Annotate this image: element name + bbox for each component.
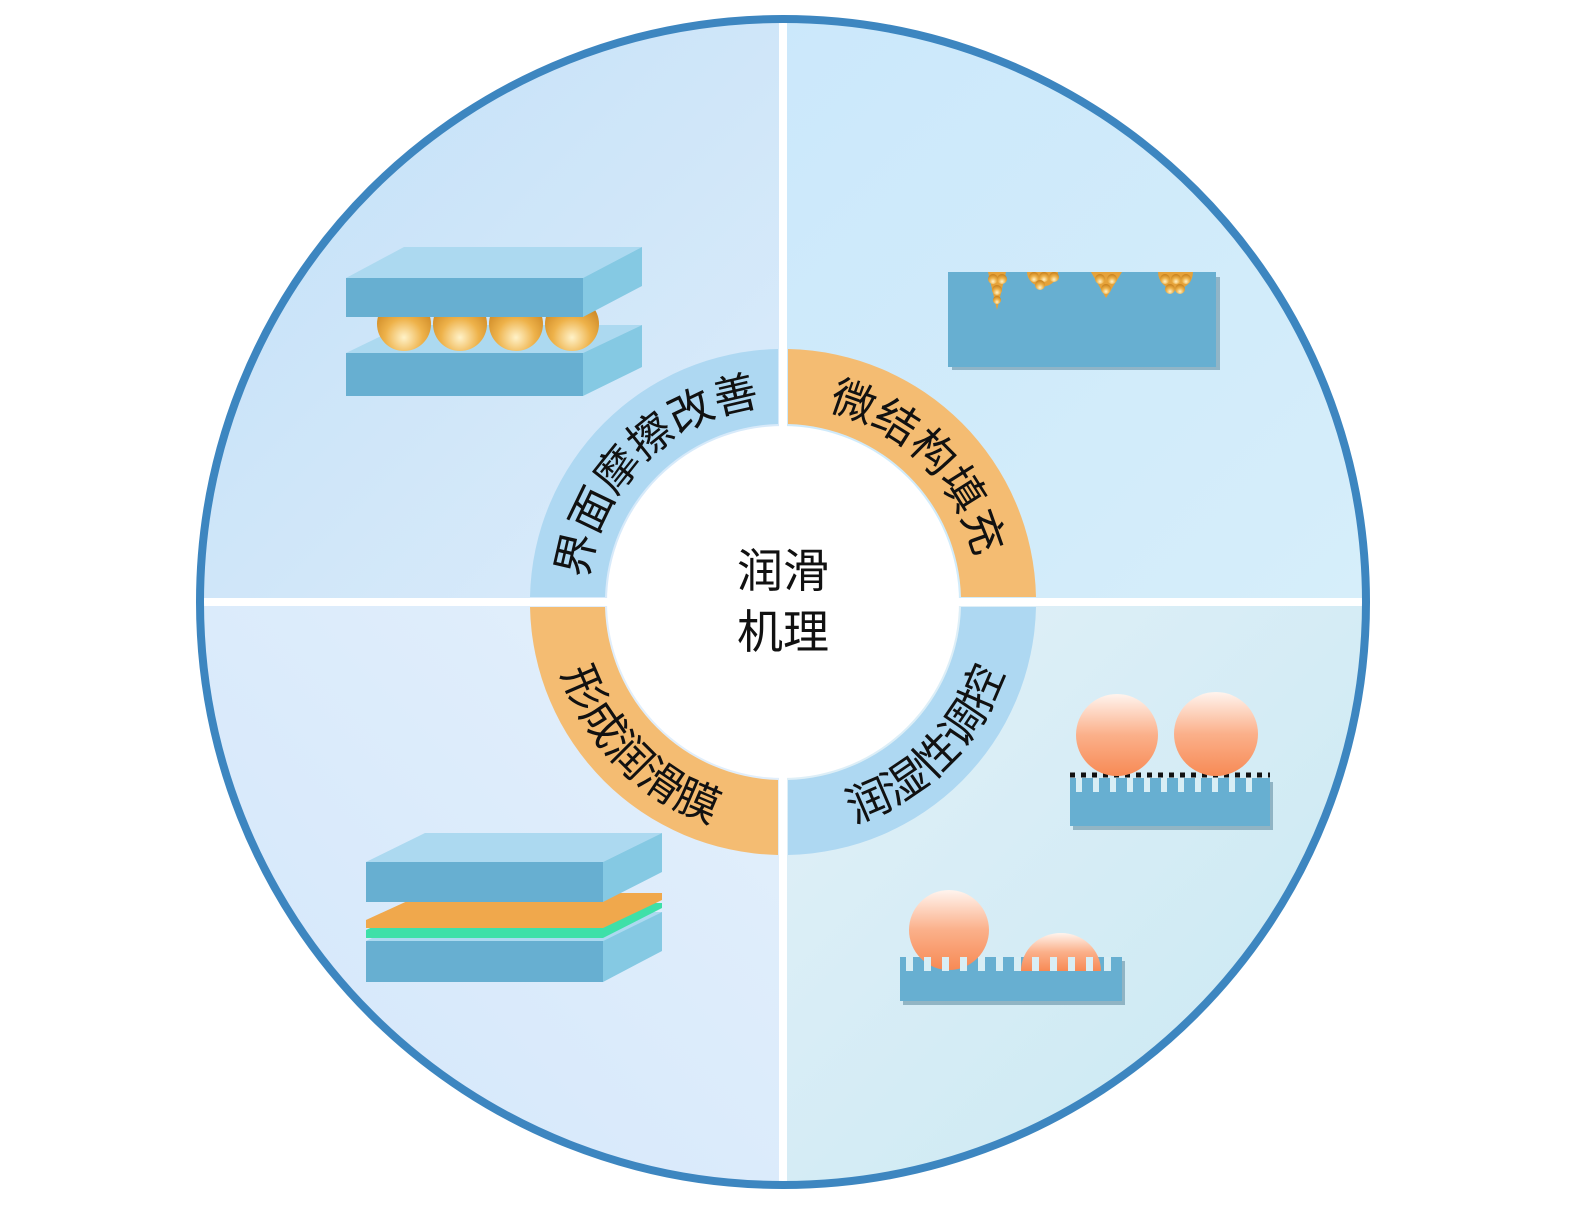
- center-disc: [607, 426, 959, 778]
- ring-segment-microstructure-filling: [788, 349, 1036, 597]
- outer-border: [196, 15, 1370, 1189]
- center-title-line2: 机理: [737, 605, 829, 659]
- illustration-lubricating-film: [366, 833, 662, 982]
- illustration-ball-bearing-slabs: [346, 247, 642, 396]
- illustration-wetting-droplets: [900, 692, 1273, 1005]
- center-title-line1: 润滑: [737, 544, 829, 598]
- ring-segment-interface-friction: [530, 349, 778, 597]
- ring-segment-lubricating-film: [530, 607, 778, 855]
- ring-segment-wettability-control: [788, 607, 1036, 855]
- illustration-microstructure-filling: [948, 272, 1220, 370]
